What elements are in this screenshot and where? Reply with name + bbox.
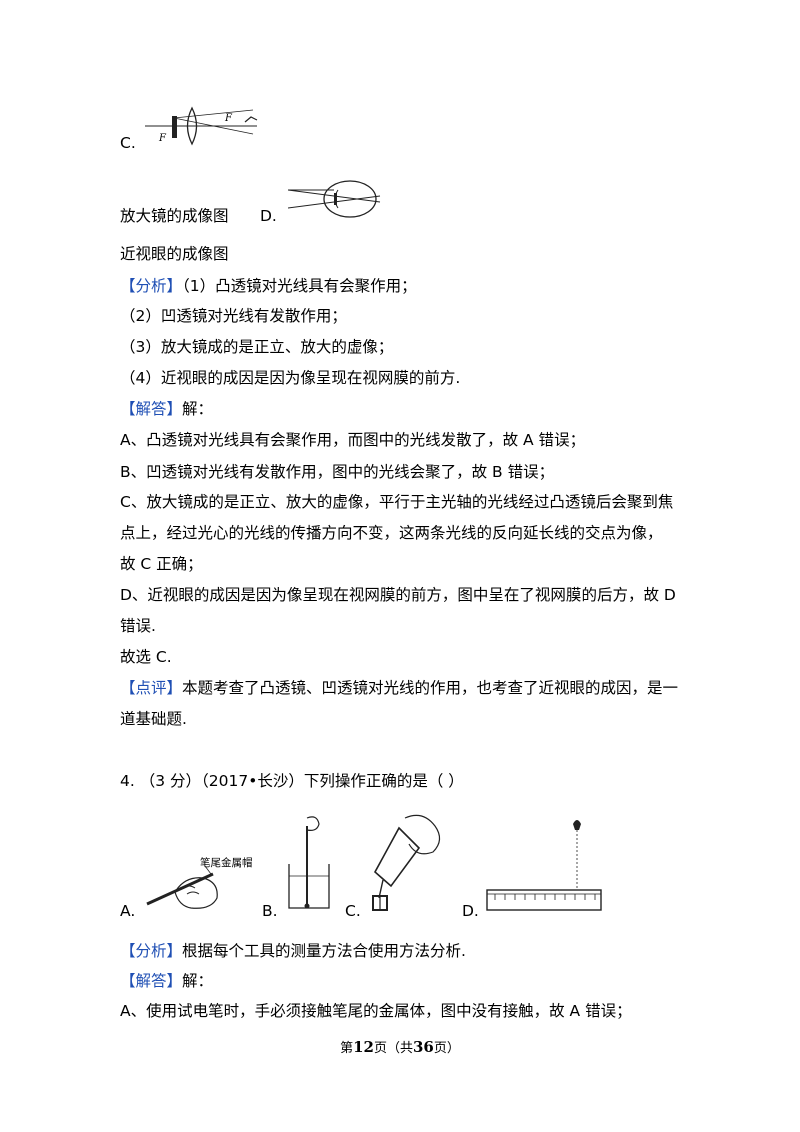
q3-solution-head: 【解答】解： bbox=[120, 399, 213, 419]
comment-line-1: 本题考查了凸透镜、凹透镜对光线的作用，也考查了近视眼的成因，是一 bbox=[182, 679, 679, 697]
analysis-line-2: （2）凹透镜对光线有发散作用； bbox=[120, 307, 347, 325]
solution-colon: 解： bbox=[182, 400, 214, 418]
tester-pen-figure bbox=[146, 865, 218, 909]
analysis-line-4: （4）近视眼的成因是因为像呈现在视网膜的前方. bbox=[120, 369, 461, 387]
pen-cap-label: 笔尾金属帽 bbox=[200, 857, 253, 869]
focus-label-right: F bbox=[224, 113, 233, 124]
solution-answer: 故选 C. bbox=[120, 648, 172, 666]
option-d-q4-label: D. bbox=[462, 902, 479, 920]
comment-line-2: 道基础题. bbox=[120, 710, 187, 728]
page-number: 12 bbox=[353, 1038, 374, 1056]
caption-d: 近视眼的成像图 bbox=[120, 245, 229, 263]
solution-line-c3: 故 C 正确； bbox=[120, 555, 203, 573]
solution-line-d1: D、近视眼的成因是因为像呈现在视网膜的前方，图中呈在了视网膜的后方，故 D bbox=[120, 586, 676, 604]
q4-analysis: 【分析】根据每个工具的测量方法合使用方法分析. bbox=[120, 941, 466, 961]
solution-line-d2: 错误. bbox=[120, 617, 156, 635]
solution-line-c1: C、放大镜成的是正立、放大的虚像，平行于主光轴的光线经过凸透镜后会聚到焦 bbox=[120, 493, 674, 511]
solution-line-a: A、凸透镜对光线具有会聚作用，而图中的光线发散了，故 A 错误； bbox=[120, 431, 586, 449]
analysis-line-3: （3）放大镜成的是正立、放大的虚像； bbox=[120, 338, 394, 356]
analysis-tag: 【分析】 bbox=[120, 277, 183, 295]
q4-analysis-text: 根据每个工具的测量方法合使用方法分析. bbox=[182, 942, 466, 960]
focus-label-left: F bbox=[158, 133, 167, 144]
myopia-eye-figure bbox=[288, 180, 381, 218]
thermometer-beaker-figure bbox=[288, 816, 330, 909]
q3-comment: 【点评】本题考查了凸透镜、凹透镜对光线的作用，也考查了近视眼的成因，是一 bbox=[120, 678, 678, 698]
analysis-line-1: （1）凸透镜对光线具有会聚作用； bbox=[182, 277, 417, 295]
option-a-label: A. bbox=[120, 902, 136, 920]
caption-c: 放大镜的成像图 bbox=[120, 207, 229, 225]
dropper-figure bbox=[372, 814, 441, 911]
page-total: 36 bbox=[413, 1038, 434, 1056]
q4-solution-tag: 【解答】 bbox=[120, 972, 183, 990]
magnifier-figure: F F bbox=[145, 106, 258, 146]
q4-solution-colon: 解： bbox=[182, 972, 214, 990]
q4-solution-line-a: A、使用试电笔时，手必须接触笔尾的金属体，图中没有接触，故 A 错误； bbox=[120, 1002, 632, 1020]
solution-line-c2: 点上，经过光心的光线的传播方向不变，这两条光线的反向延长线的交点为像， bbox=[120, 524, 663, 542]
q3-analysis: 【分析】（1）凸透镜对光线具有会聚作用； bbox=[120, 276, 417, 296]
solution-tag: 【解答】 bbox=[120, 400, 183, 418]
solution-line-b: B、凹透镜对光线有发散作用，图中的光线会聚了，故 B 错误； bbox=[120, 463, 555, 481]
option-d-label: D. bbox=[260, 207, 277, 225]
q4-question: 4. （3 分）（2017•长沙）下列操作正确的是（ ） bbox=[120, 772, 464, 790]
option-c-label: C. bbox=[120, 134, 136, 152]
option-b-label: B. bbox=[262, 902, 278, 920]
q4-analysis-tag: 【分析】 bbox=[120, 942, 183, 960]
comment-tag: 【点评】 bbox=[120, 679, 183, 697]
ruler-figure bbox=[486, 820, 602, 911]
page-footer: 第12页（共36页） bbox=[340, 1038, 460, 1056]
q4-solution-head: 【解答】解： bbox=[120, 971, 213, 991]
option-c-q4-label: C. bbox=[345, 902, 361, 920]
